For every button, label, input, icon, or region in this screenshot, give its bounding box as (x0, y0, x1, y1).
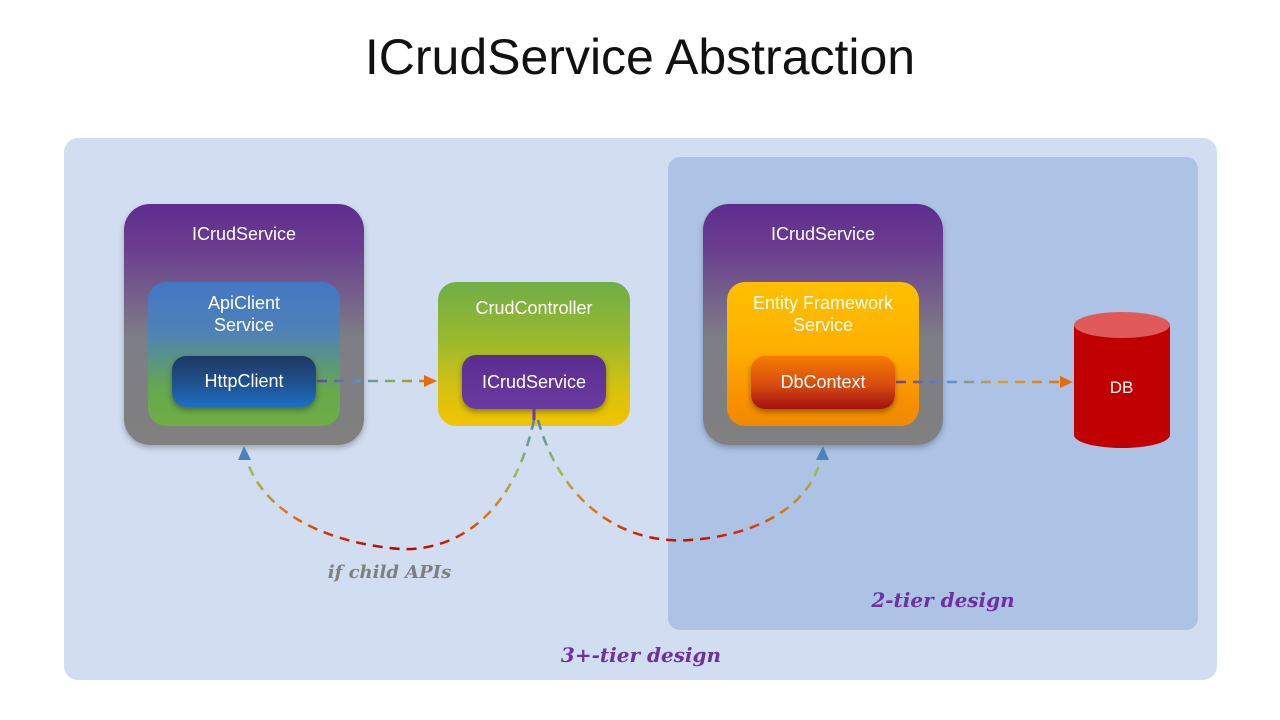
two-tier-design-label: 2-tier design (871, 588, 1015, 612)
entity-framework-service-label: Entity Framework Service (752, 293, 894, 335)
two-tier-arc (536, 419, 823, 542)
dbcontext-pill: DbContext (751, 356, 895, 409)
three-tier-design-label: 3+-tier design (560, 643, 722, 667)
database-cylinder-icon (1074, 312, 1170, 448)
page-title: ICrudService Abstraction (364, 29, 916, 85)
controller-icrudservice-pill: ICrudService (462, 355, 606, 409)
child-api-arc (244, 419, 536, 551)
crudcontroller-label: CrudController (475, 298, 593, 318)
database-label: DB (1109, 378, 1134, 397)
child-apis-label: if child APIs (327, 562, 452, 583)
right-icrudservice-label: ICrudService (770, 224, 876, 244)
apiclient-service-label: ApiClient Service (207, 293, 281, 335)
httpclient-pill: HttpClient (172, 356, 316, 407)
left-icrudservice-label: ICrudService (191, 224, 297, 244)
